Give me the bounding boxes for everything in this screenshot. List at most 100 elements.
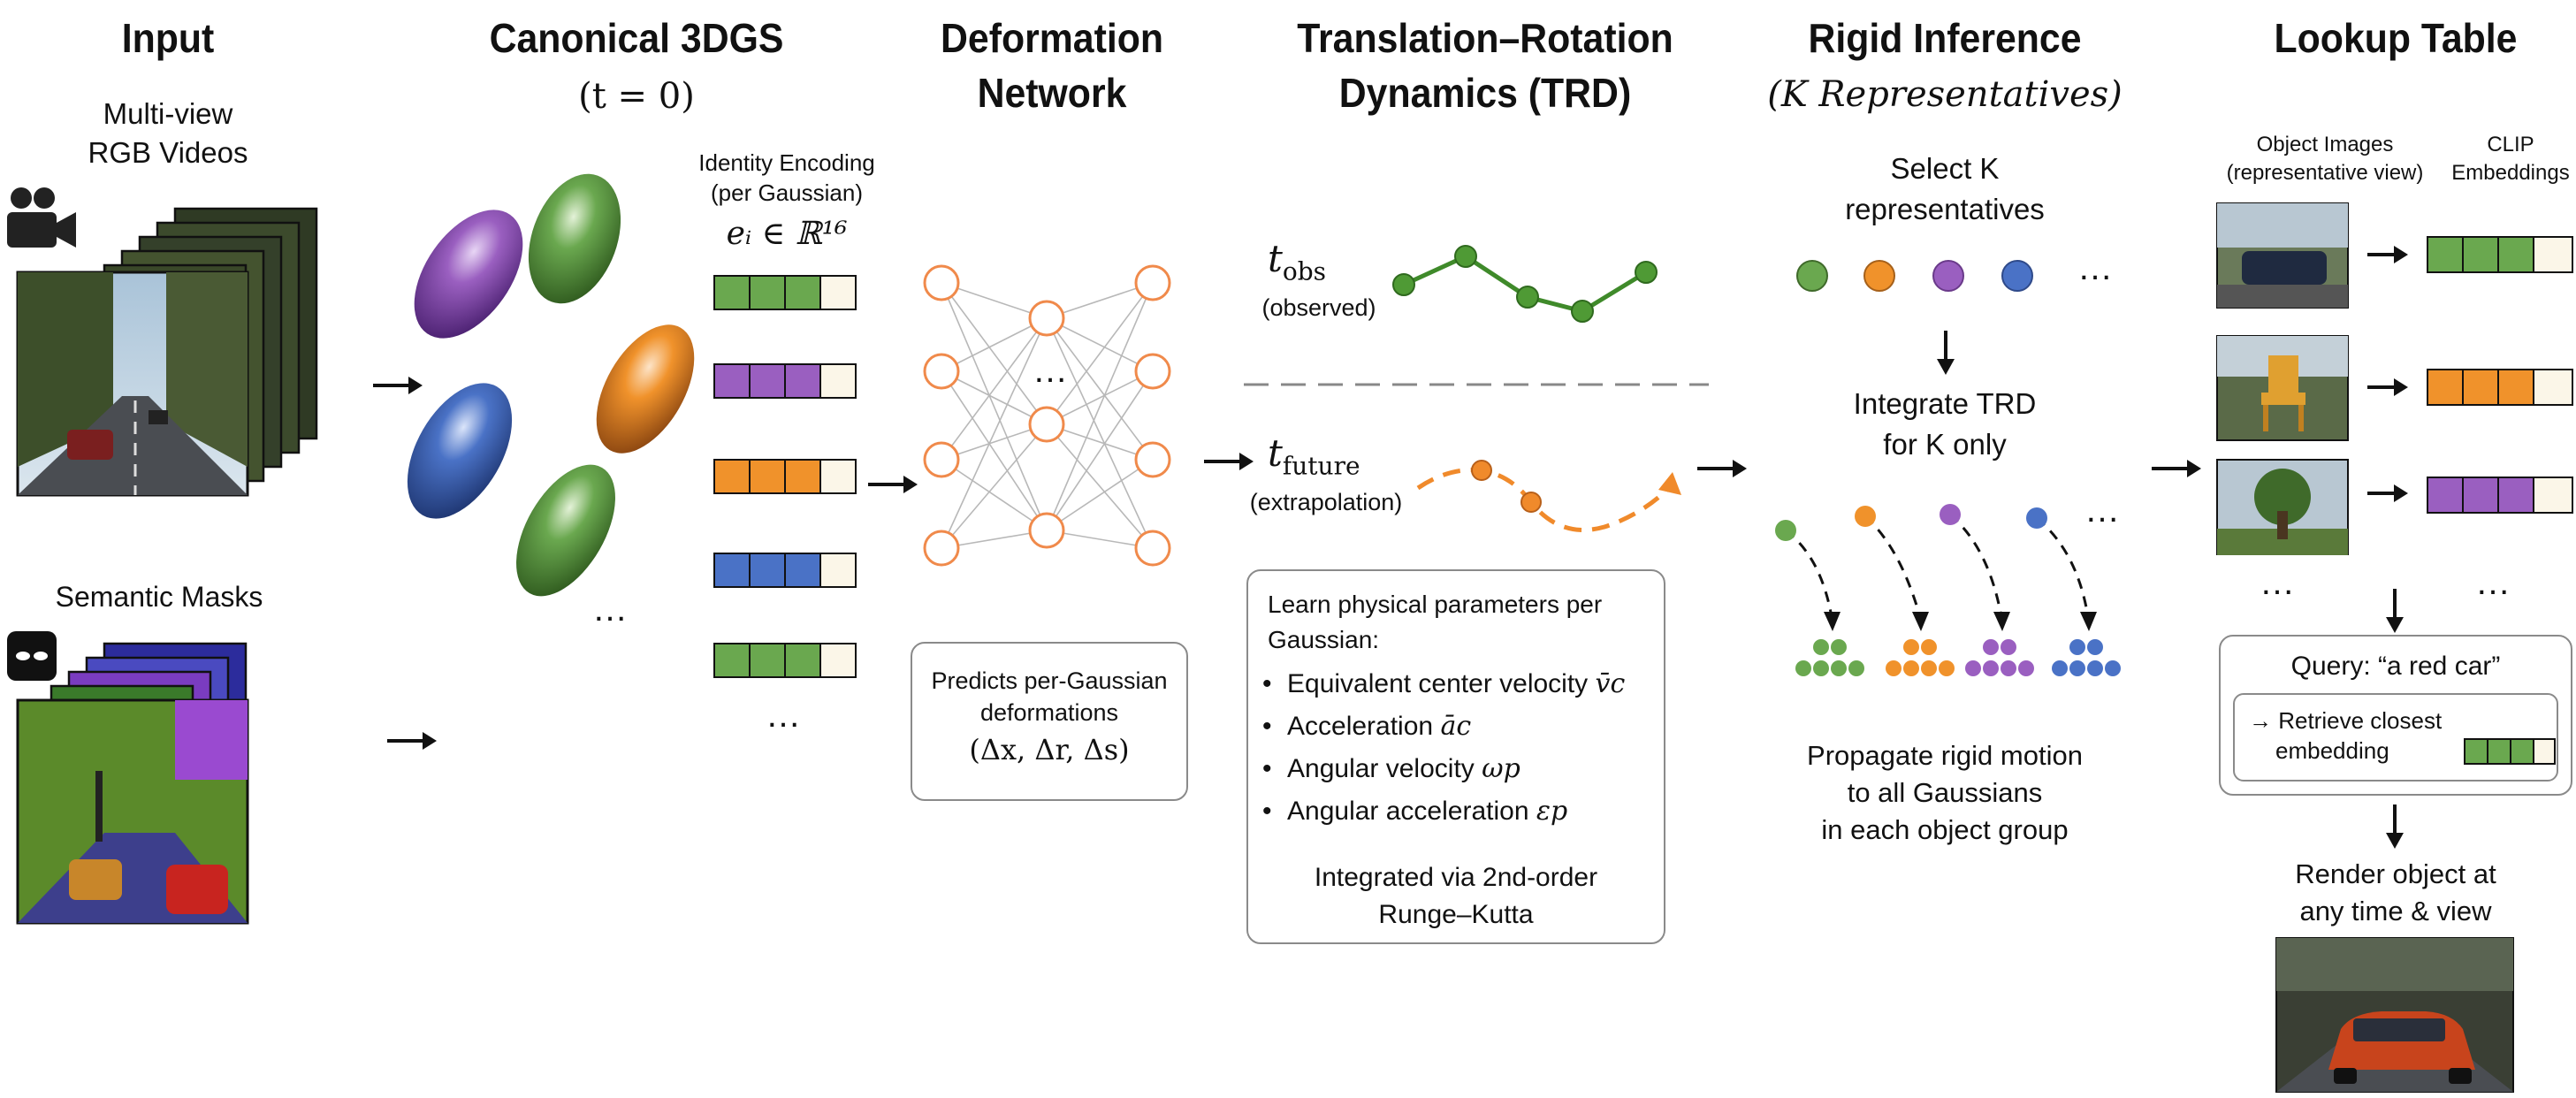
neuron [1028,406,1065,443]
propagate-line-1: Propagate rigid motion [1807,740,2083,771]
retrieve-line-2: embedding [2275,737,2389,764]
gaussian-blue [407,383,513,519]
input-title: Input [121,15,215,61]
embeddings-ellipsis: … [2475,563,2511,602]
render-line-1: Render object at [2295,858,2496,889]
video-frame-front [16,271,249,497]
moving-dots-ellipsis: … [2084,491,2120,530]
extrapolated-point [1471,460,1492,481]
deformation-box-math: (Δx, Δr, Δs) [969,733,1130,766]
identity-encodings [713,275,857,678]
trd-bullet-velocity: Equivalent center velocity v̄c [1262,663,1664,705]
observed-point [1635,261,1658,284]
neuron [1134,530,1171,567]
observed-point [1516,286,1539,309]
retrieve-inner-box: → Retrieve closest embedding [2233,693,2558,782]
trd-params-box: Learn physical parameters per Gaussian: … [1246,569,1665,944]
images-ellipsis: … [2260,563,2295,602]
gaussian-green-top [528,173,621,304]
lookup-row-car [2216,202,2573,309]
rgb-video-stack [16,207,318,497]
moving-rep-blue [2026,507,2047,529]
query-box: Query: “a red car” → Retrieve closest em… [2219,635,2572,796]
images-label-1: Object Images [2256,133,2394,156]
lookup-row-chair [2216,335,2573,441]
gaussian-ellipsoids [407,173,695,597]
arrow-input-to-canonical-top [373,377,423,394]
rendered-car-image [2275,937,2514,1093]
group-purple [1965,639,2034,676]
gaussian-orange [596,324,695,454]
neuron [1134,441,1171,478]
masks-label: Semantic Masks [55,581,263,613]
rep-dot-orange [1863,260,1895,292]
encoding-ellipsis: … [766,696,801,735]
identity-label-1: Identity Encoding [698,149,875,176]
neuron [923,530,960,567]
lookup-title: Lookup Table [2274,15,2518,61]
encoding-green-2 [713,643,857,678]
trd-box-intro-2: Gaussian: [1268,626,1380,653]
propagate-line-3: in each object group [1821,814,2069,845]
render-line-2: any time & view [2299,896,2492,926]
select-k-line-2: representatives [1845,193,2045,225]
deformation-box-line-2: deformations [979,699,1119,726]
moving-rep-green [1775,520,1796,541]
trd-bullet-acceleration: Acceleration āc [1262,705,1664,748]
observed-point [1571,300,1594,323]
semantic-mask-stack [16,642,249,925]
camera-icon [7,187,76,248]
videos-label-2: RGB Videos [88,136,248,169]
rigid-title: Rigid Inference [1808,15,2082,61]
arrow-rigid-to-lookup [2152,460,2201,477]
select-k-line-1: Select K [1890,152,2000,185]
canonical-subtitle: (t = 0) [578,76,695,117]
arrow-canonical-to-network [868,476,918,493]
neural-network [923,264,1171,567]
neuron [1028,512,1065,549]
obs-future-divider [1244,383,1709,386]
neuron [1134,264,1171,301]
group-orange [1886,639,1955,676]
gaussian-ellipsis: … [592,590,628,629]
rigid-subtitle: (K Representatives) [1767,74,2123,115]
moving-rep-purple [1940,504,1961,525]
group-blue [2052,639,2121,676]
integrate-line-1: Integrate TRD [1853,387,2037,420]
moving-rep-orange [1855,506,1876,527]
observed-point [1454,245,1477,268]
clip-label-2: Embeddings [2451,161,2570,185]
neuron [1028,300,1065,337]
canonical-title: Canonical 3DGS [489,15,784,61]
query-text: Query: “a red car” [2290,652,2501,681]
trd-box-intro-1: Learn physical parameters per [1268,591,1603,618]
representative-dots [1796,260,2033,292]
arrow-query-to-render [2386,804,2404,849]
t-future-symbol: tfuture [1268,431,1360,481]
t-obs-label: (observed) [1261,294,1376,321]
t-obs-symbol: tobs [1268,237,1327,286]
videos-label-1: Multi-view [103,97,233,130]
trd-bullet-list: Equivalent center velocity v̄c Accelerat… [1262,663,1664,833]
group-green [1795,639,1864,676]
lookup-rows [2216,202,2573,555]
neuron [923,441,960,478]
arrow-input-to-canonical-bottom [387,732,437,750]
retrieved-embedding [2464,738,2556,765]
propagate-line-2: to all Gaussians [1847,777,2043,808]
rigid-propagation [1775,504,2121,676]
encoding-orange [713,459,857,494]
identity-label-2: (per Gaussian) [711,179,863,206]
encoding-blue [713,553,857,588]
gaussian-purple [414,210,523,339]
trd-box-footer-1: Integrated via 2nd-order [1314,863,1598,892]
extrapolated-point [1520,492,1542,513]
t-future-label: (extrapolation) [1249,489,1403,515]
clip-label-1: CLIP [2487,133,2534,156]
deformation-title-1: Deformation [941,15,1163,61]
deformation-title-2: Network [977,70,1127,116]
rep-dot-purple [1932,260,1964,292]
arrow-table-to-query [2386,589,2404,633]
retrieve-line-1: → Retrieve closest [2249,707,2443,734]
observed-point [1392,273,1415,296]
